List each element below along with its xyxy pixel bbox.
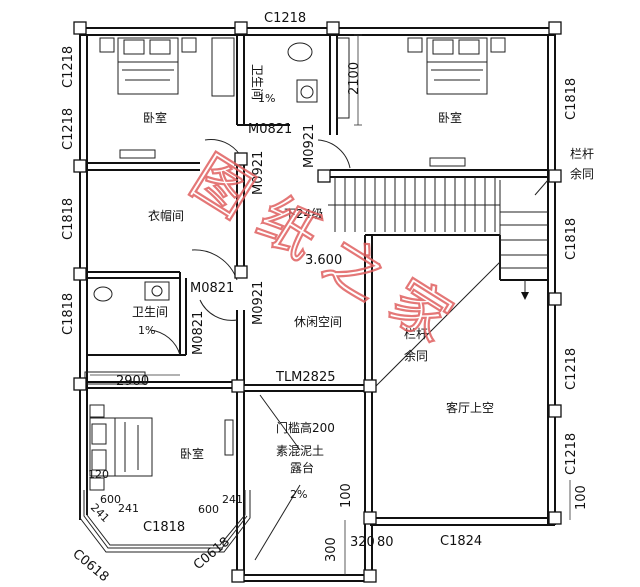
- level-label: 3.600: [305, 253, 342, 268]
- room-bath-top-slope: 1%: [258, 92, 275, 105]
- room-terrace-line1: 素混泥土: [276, 444, 324, 458]
- dim-bay-side: 120: [88, 468, 109, 481]
- pillars: [73, 21, 562, 583]
- watermark-char: 家: [378, 266, 463, 354]
- room-closet: 衣帽间: [148, 208, 184, 223]
- window-label-top: C1218: [264, 11, 306, 26]
- dimension-lines: [90, 34, 571, 575]
- window-label-left-upper: C1218: [61, 46, 76, 88]
- window-label-bay-front: C1818: [143, 520, 185, 535]
- window-label-bottom-right: C1824: [440, 534, 482, 549]
- terrace-note: 门槛高200: [276, 420, 335, 435]
- door-label-bath-top: M0821: [248, 122, 292, 137]
- door-label-closet: M0921: [251, 151, 266, 195]
- dim-bay-seg4: 600: [198, 503, 219, 516]
- room-bath-left-slope: 1%: [138, 324, 155, 337]
- window-label-left-mid: C1218: [61, 108, 76, 150]
- window-label-bay-left: C0618: [69, 547, 111, 586]
- rail-right-line1: 栏杆: [570, 146, 594, 161]
- door-swings: [149, 139, 351, 356]
- room-bedroom-ne: 卧室: [438, 110, 462, 125]
- terrace-slope: 2%: [290, 488, 307, 501]
- room-living-void: 客厅上空: [446, 400, 494, 415]
- room-terrace-line2: 露台: [290, 460, 314, 475]
- dim-terrace-bottom: 300: [324, 537, 339, 562]
- void-lines: [254, 179, 549, 561]
- stair-down-label: 下24级: [284, 207, 323, 221]
- furniture: [84, 37, 506, 491]
- window-label-left-bottom: C1818: [61, 293, 76, 335]
- watermark-char: 之: [312, 225, 397, 313]
- bay-window: [79, 490, 251, 553]
- dim-closet-width: 2900: [116, 374, 149, 389]
- rail-label-line2: 余同: [404, 348, 428, 363]
- window-label-left-lower: C1818: [61, 198, 76, 240]
- rail-label-line1: 栏杆: [404, 326, 428, 341]
- rail-right-line2: 余同: [570, 166, 594, 181]
- window-label-right-lower1: C1218: [564, 348, 579, 390]
- room-bedroom-sw: 卧室: [180, 446, 204, 461]
- dim-bay-seg3: 241: [118, 502, 139, 515]
- room-bath-top: 卫生间: [250, 64, 264, 100]
- dim-terrace-corner: 320: [350, 535, 375, 550]
- window-label-right-upper: C1818: [564, 78, 579, 120]
- room-leisure: 休闲空间: [294, 315, 342, 329]
- window-label-right-mid: C1818: [564, 218, 579, 260]
- dim-bay-seg5: 241: [222, 493, 243, 506]
- dim-bath-top-height: 2100: [347, 62, 362, 95]
- window-label-bay-right: C0618: [191, 534, 233, 573]
- door-label-bath-top-side: M0921: [302, 124, 317, 168]
- staircase: [328, 177, 548, 300]
- door-label-bath-left-side: M0821: [191, 311, 206, 355]
- room-bedroom-nw: 卧室: [143, 110, 167, 125]
- dim-terrace-side: 100: [339, 483, 354, 508]
- dim-bay-seg2: 600: [100, 493, 121, 506]
- door-label-bath-left: M0821: [190, 281, 234, 296]
- dim-right-edge: 100: [574, 485, 589, 510]
- door-label-terrace: TLM2825: [275, 370, 335, 385]
- room-bath-left: 卫生间: [132, 305, 168, 319]
- door-label-hall: M0921: [251, 281, 266, 325]
- dim-terrace-corner2: 80: [377, 535, 394, 550]
- window-label-right-lower2: C1218: [564, 433, 579, 475]
